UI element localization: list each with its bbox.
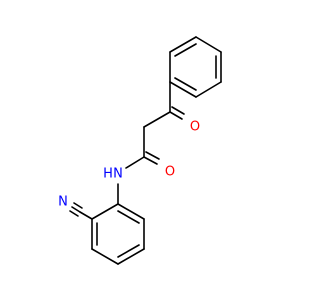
bond-inner [117,244,140,258]
bond [91,248,119,265]
bond [117,203,145,220]
structure-svg: O O N H N [58,36,222,265]
bond [125,156,145,169]
bond [117,248,145,265]
atom-oxygen-ketone: O [190,120,200,135]
bond [79,211,93,220]
bond-inner [174,43,197,57]
bond-triple [71,206,81,213]
bond [169,111,183,120]
bond [143,111,171,128]
atom-nitrogen-nitrile: N [58,195,68,210]
bond-triple [69,210,79,217]
bond [91,203,119,220]
bond-triple [73,202,83,209]
atom-nitrogen-amide: N [113,167,123,182]
bond [143,156,158,165]
bond [195,81,222,98]
molecule-diagram: O O N H N [58,36,222,265]
bond-inner [174,77,197,91]
bond [195,36,222,53]
bond [169,81,197,98]
bond [169,36,197,53]
atom-labels: O O N H N [58,120,200,210]
atom-hydrogen: H [103,167,113,182]
bond-lines [69,36,222,265]
bond [171,106,185,115]
bond [145,151,160,160]
atom-oxygen-amide: O [165,165,175,180]
bond-inner [117,210,140,224]
